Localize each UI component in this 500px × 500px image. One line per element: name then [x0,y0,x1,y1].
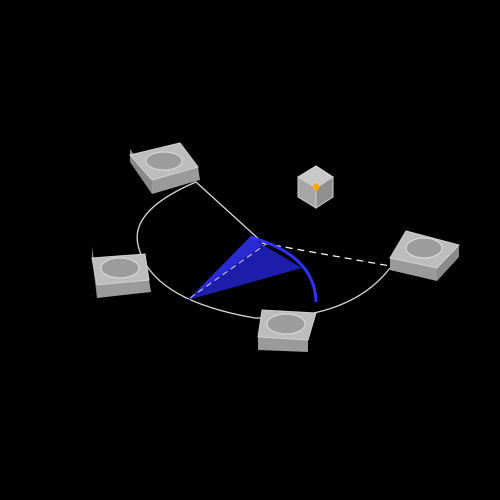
pad-icon [100,257,140,279]
pad-icon [405,237,443,259]
orange-dot [312,183,320,191]
track-arc [136,181,391,319]
pad-icon [145,151,183,171]
cube-right-face [315,176,334,209]
pad-icon [266,313,306,335]
dashed-guide-line [261,242,391,267]
view-sector [188,237,302,300]
platform-bottom [257,309,317,352]
sector-arc [249,235,318,303]
view-sector-highlight [188,237,263,300]
platform-right [389,230,460,281]
platform-top-left [129,142,200,194]
sector-dashed-bisector [189,243,267,299]
platform-side [390,258,437,281]
platform-front [258,337,308,352]
platform-left [91,246,151,298]
platform-front [97,280,151,298]
floating-cube [297,165,334,209]
track-connector [195,181,263,243]
platform-front [152,167,200,194]
platform-front [437,245,459,281]
